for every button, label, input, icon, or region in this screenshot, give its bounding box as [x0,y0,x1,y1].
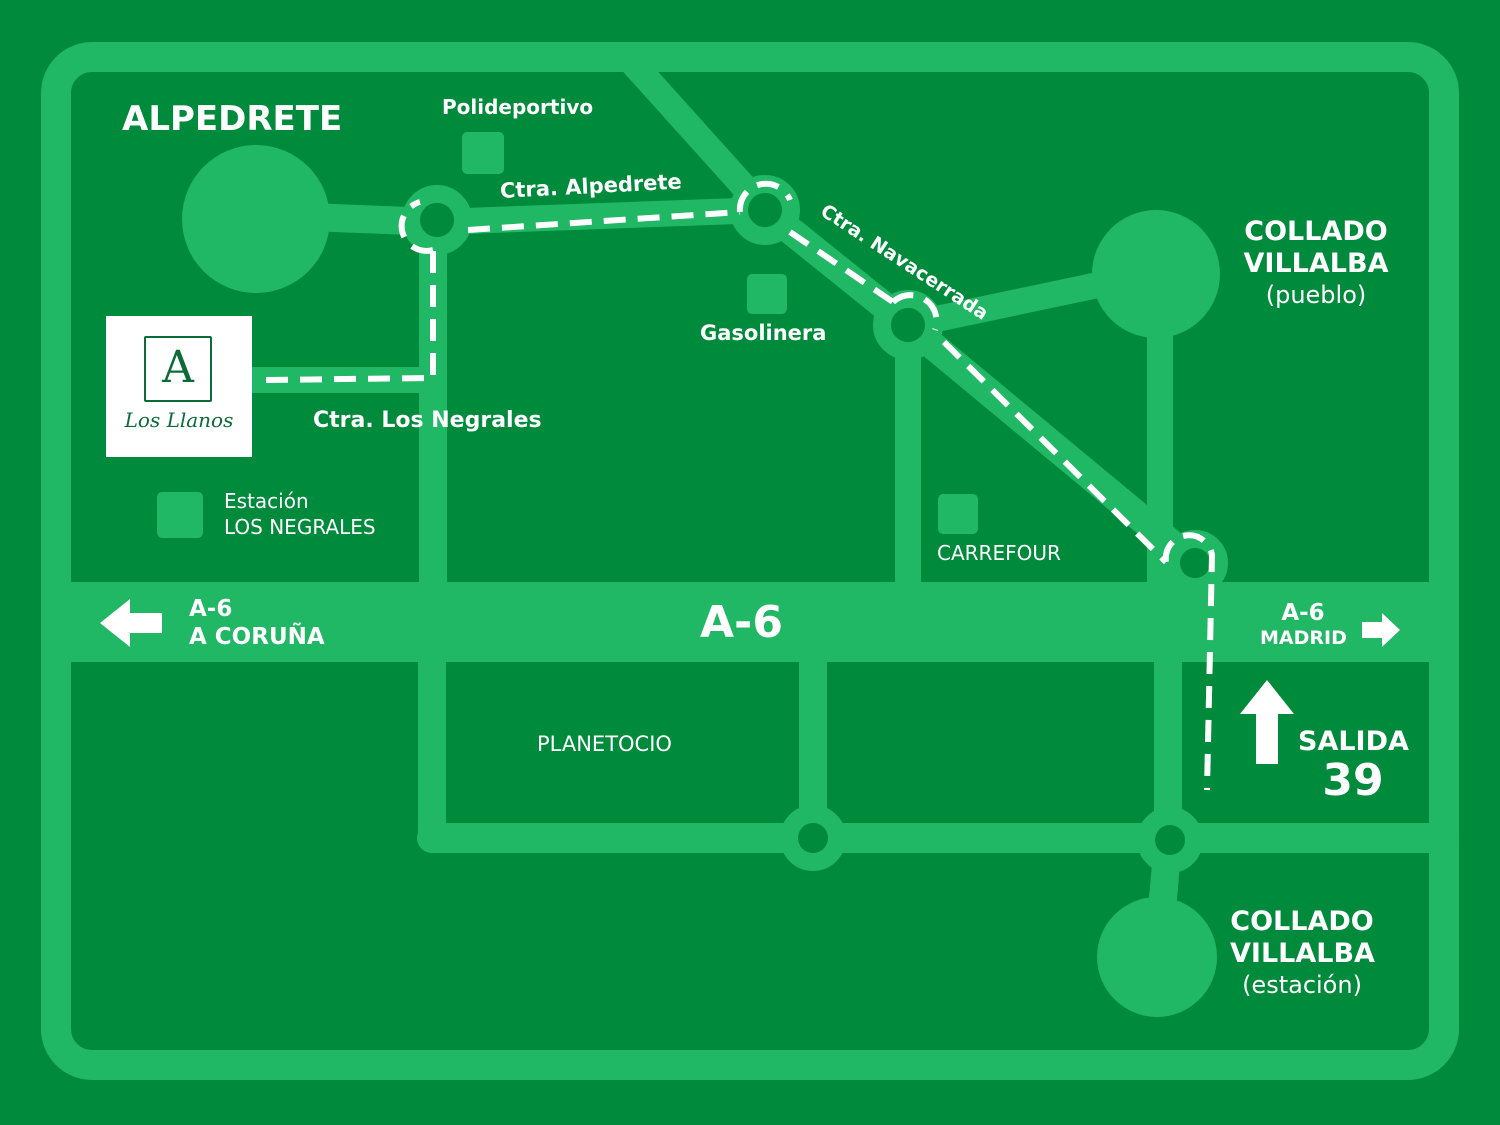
gasolinera-marker [747,274,787,314]
los-llanos-logo-text: Los Llanos [124,408,234,432]
exit-salida-39-label: SALIDA 39 [1298,726,1409,807]
polideportivo-marker [462,132,504,174]
planetocio-label: PLANETOCIO [537,732,672,756]
roundabout-alpedrete [402,185,472,255]
direction-a-coruna-label: A-6 A CORUÑA [189,596,325,651]
estacion-los-negrales-label: Estación LOS NEGRALES [224,489,376,539]
los-llanos-logo: A Los Llanos [106,316,252,457]
roundabout-carrefour [873,290,943,360]
arrow-up-icon [1240,680,1294,764]
outer-ring-road [41,42,1459,1080]
town-alpedrete-circle [182,145,330,293]
town-collado-pueblo-circle [1092,210,1220,338]
roundabout-south-middle [780,805,846,871]
highway-a6-label: A-6 [700,597,783,648]
roundabout-south-east [1137,807,1203,873]
carrefour-label: CARREFOUR [937,541,1061,565]
carrefour-marker [938,494,978,534]
gasolinera-label: Gasolinera [700,321,827,345]
town-alpedrete-label: ALPEDRETE [122,99,343,139]
estacion-marker [157,492,203,538]
route-path [265,180,1216,791]
town-collado-estacion-label: COLLADO VILLALBA (estación) [1230,906,1375,999]
arrow-right-icon [1362,613,1400,647]
town-collado-estacion-circle [1097,897,1217,1017]
direction-madrid-label: A-6 MADRID [1260,600,1347,650]
arrow-left-icon [100,599,162,647]
los-llanos-emblem-icon: A [144,336,212,402]
town-collado-pueblo-label: COLLADO VILLALBA (pueblo) [1243,216,1389,309]
polideportivo-label: Polideportivo [442,95,594,119]
road-ctra-los-negrales-label: Ctra. Los Negrales [313,408,542,433]
